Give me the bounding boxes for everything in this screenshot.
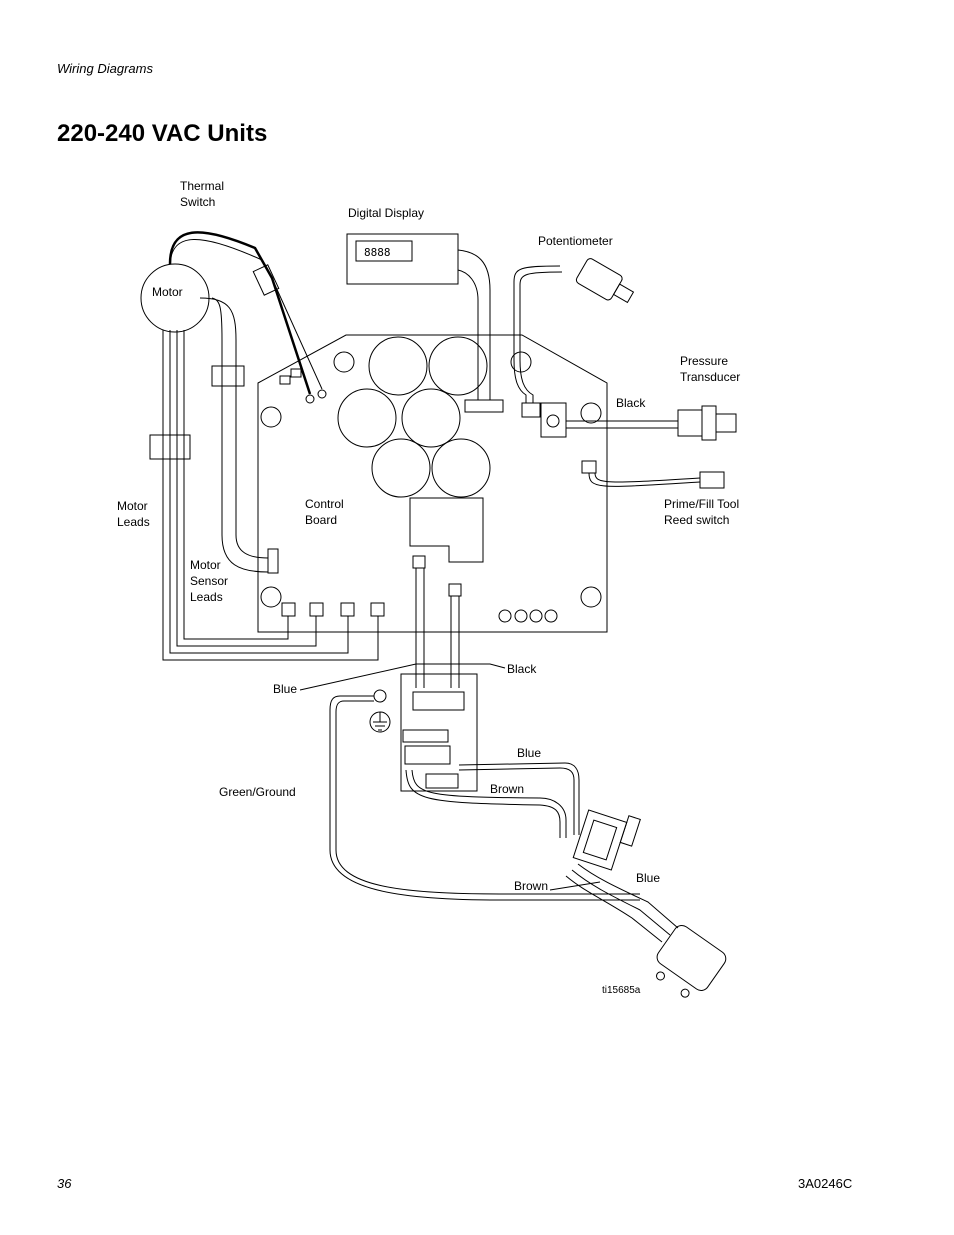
label-motor: Motor xyxy=(152,285,183,299)
label-brown-plug: Brown xyxy=(514,879,548,893)
led xyxy=(529,609,543,623)
figure-id: ti15685a xyxy=(602,985,641,996)
transducer-connector xyxy=(540,402,567,438)
leader-blue xyxy=(299,663,417,691)
display-ribbon xyxy=(457,249,491,400)
potentiometer xyxy=(575,258,635,304)
sensor-clamp xyxy=(211,365,245,387)
blue-terminal xyxy=(448,583,462,597)
motor-terminal xyxy=(281,602,296,617)
led xyxy=(498,609,512,623)
motor-terminal xyxy=(370,602,385,617)
capacitor xyxy=(337,388,397,448)
mount-hole xyxy=(333,351,355,373)
pot-connector xyxy=(521,402,541,418)
leader-brown xyxy=(549,881,601,891)
capacitor xyxy=(371,438,431,498)
reed-switch xyxy=(699,471,725,489)
heat-sink xyxy=(409,497,484,563)
cable-clamp xyxy=(149,434,191,460)
capacitor xyxy=(368,336,428,396)
digital-display xyxy=(346,233,459,285)
thermal-switch xyxy=(252,264,280,296)
brown-switch-wire xyxy=(405,769,561,838)
plug xyxy=(656,924,727,998)
mount-hole xyxy=(580,402,602,424)
motor-terminal xyxy=(309,602,324,617)
led xyxy=(514,609,528,623)
reed-connector xyxy=(581,460,597,474)
power-switch xyxy=(572,809,641,871)
blue-switch-wire xyxy=(458,767,575,835)
pot-cable xyxy=(513,265,561,403)
doc-id: 3A0246C xyxy=(798,1176,853,1191)
label-blue-plug: Blue xyxy=(636,871,660,885)
section-header: Wiring Diagrams xyxy=(57,61,153,76)
pressure-transducer xyxy=(677,405,737,441)
motor-sensor-leads xyxy=(199,297,269,559)
label-blue-mid: Blue xyxy=(517,746,541,760)
filter-board xyxy=(400,673,478,792)
led xyxy=(544,609,558,623)
black-terminal xyxy=(412,555,426,569)
label-brown-mid: Brown xyxy=(490,782,524,796)
page-title: 220-240 VAC Units xyxy=(57,120,268,147)
thermal-switch-wire xyxy=(168,231,312,395)
mount-hole xyxy=(260,586,282,608)
mount-hole xyxy=(260,406,282,428)
display-readout: 8888 xyxy=(364,246,391,259)
motor-terminal xyxy=(340,602,355,617)
label-black-board: Black xyxy=(507,662,537,676)
motor-leads xyxy=(162,330,379,661)
label-digital-display: Digital Display xyxy=(348,206,424,220)
capacitor xyxy=(428,336,488,396)
sensor-connector xyxy=(267,548,279,574)
control-board-outline xyxy=(257,334,608,633)
mount-hole xyxy=(580,586,602,608)
leader-black xyxy=(416,663,506,669)
label-green-ground: Green/Ground xyxy=(219,785,296,799)
label-potentiometer: Potentiometer xyxy=(538,234,613,248)
page-number: 36 xyxy=(57,1176,72,1191)
display-connector xyxy=(464,399,504,413)
green-ground-wire xyxy=(329,695,640,901)
power-cord xyxy=(571,869,671,936)
capacitor xyxy=(401,388,461,448)
reed-cable xyxy=(588,472,701,487)
ground-terminal xyxy=(373,689,387,703)
label-black-transducer: Black xyxy=(616,396,646,410)
capacitor xyxy=(431,438,491,498)
label-blue-left: Blue xyxy=(273,682,297,696)
